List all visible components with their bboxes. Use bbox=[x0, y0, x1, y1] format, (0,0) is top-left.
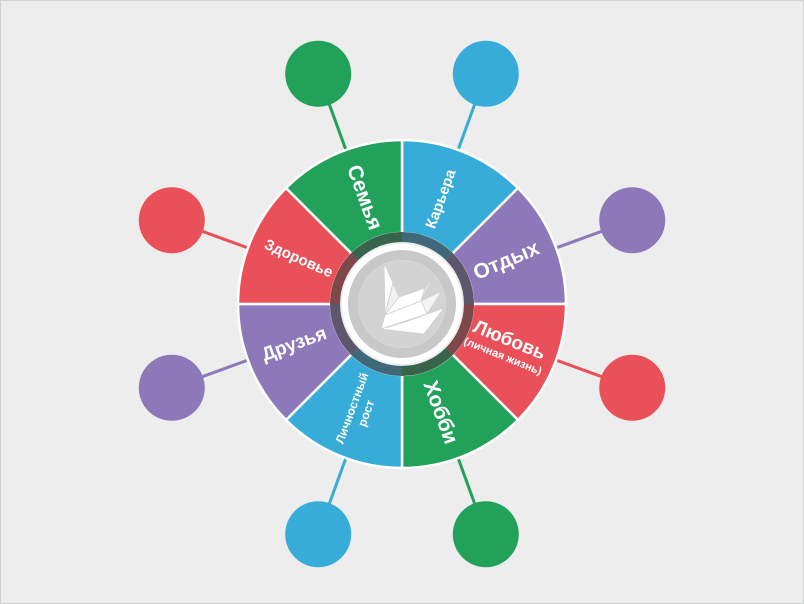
center-outline bbox=[348, 250, 456, 358]
satellite-circle-6 bbox=[138, 354, 205, 421]
ring-tint-career bbox=[402, 232, 453, 261]
inner-ring bbox=[330, 232, 474, 376]
ring-band-friends bbox=[330, 304, 359, 355]
satellite-circle-7 bbox=[138, 187, 205, 254]
satellite-circle-8 bbox=[285, 40, 352, 107]
ring-band-health bbox=[330, 253, 359, 304]
satellite-circle-5 bbox=[285, 501, 352, 568]
connector-lines bbox=[171, 73, 633, 535]
wheel-segments bbox=[236, 138, 568, 470]
ring-band-career bbox=[402, 232, 453, 261]
ring-tint-rest bbox=[445, 253, 474, 304]
satellite-circle-3 bbox=[599, 354, 666, 421]
satellite-circle-4 bbox=[452, 501, 519, 568]
ring-tint-growth bbox=[351, 347, 402, 376]
ring-tint-health bbox=[330, 253, 359, 304]
ring-band-love bbox=[445, 304, 474, 355]
ring-band-growth bbox=[351, 347, 402, 376]
satellite-circles bbox=[138, 40, 666, 568]
ring-tint-hobby bbox=[402, 347, 453, 376]
crane-facet-9 bbox=[380, 307, 445, 335]
ring-band-rest bbox=[445, 253, 474, 304]
ring-band-family bbox=[351, 232, 402, 261]
center-emblem bbox=[342, 244, 462, 364]
satellite-circle-1 bbox=[452, 40, 519, 107]
ring-tint-family bbox=[351, 232, 402, 261]
crane-facet-4 bbox=[420, 274, 435, 302]
ring-tint-love bbox=[445, 304, 474, 355]
satellite-circle-2 bbox=[599, 187, 666, 254]
ring-tint-friends bbox=[330, 304, 359, 355]
ring-band-hobby bbox=[402, 347, 453, 376]
origami-crane-icon bbox=[380, 262, 445, 335]
